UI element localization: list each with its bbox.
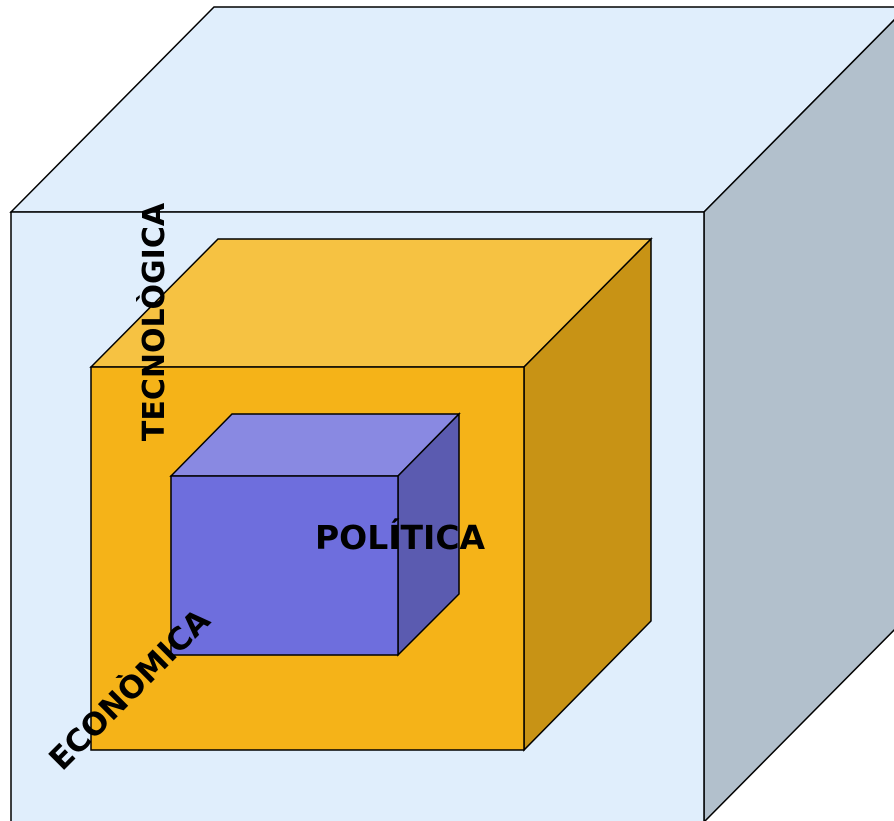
inner-cube-front-face [170,475,399,656]
inner-cube [169,412,461,657]
label-politica: POLÍTICA [315,517,486,557]
label-tecnologica: TECNOLÒGICA [135,202,172,441]
